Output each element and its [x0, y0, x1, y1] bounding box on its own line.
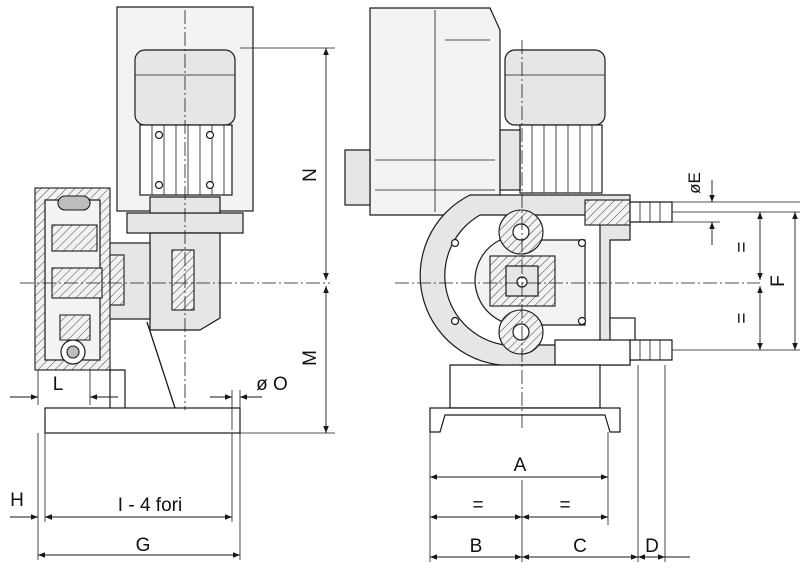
inlet-hose-fitting: [629, 339, 673, 361]
terminal-box: [344, 149, 371, 206]
dim-label-F: F: [768, 275, 789, 287]
base-plate: [44, 407, 241, 434]
front-view: øE = = F A = = B C D: [344, 7, 800, 562]
dim-label-N: N: [300, 168, 321, 182]
dim-label-eq-right: =: [559, 495, 570, 516]
dim-label-A: A: [514, 455, 527, 476]
dim-label-eq-upper: =: [732, 241, 753, 252]
dim-label-E: øE: [685, 172, 704, 194]
dim-label-H: H: [10, 490, 24, 511]
dim-label-B: B: [470, 536, 483, 557]
dim-label-eq-left: =: [472, 495, 483, 516]
outlet-port: [584, 199, 631, 226]
front-base: [429, 407, 621, 433]
dim-label-L: L: [53, 374, 64, 395]
dim-label-eq-lower: =: [732, 312, 753, 323]
outlet-hose-fitting: [629, 201, 673, 223]
dim-label-O: ø O: [256, 374, 288, 395]
dim-label-M: M: [300, 350, 321, 366]
dim-label-D: D: [645, 536, 659, 557]
dim-label-C: C: [573, 536, 587, 557]
side-view: N M L ø O H I - 4 fori G: [10, 6, 335, 560]
stand: [449, 364, 601, 409]
front-motor-body: [504, 49, 606, 126]
motor-fins: [139, 124, 233, 196]
dim-label-I: I - 4 fori: [118, 495, 182, 516]
rotor: [489, 255, 556, 307]
dim-label-G: G: [136, 535, 151, 556]
